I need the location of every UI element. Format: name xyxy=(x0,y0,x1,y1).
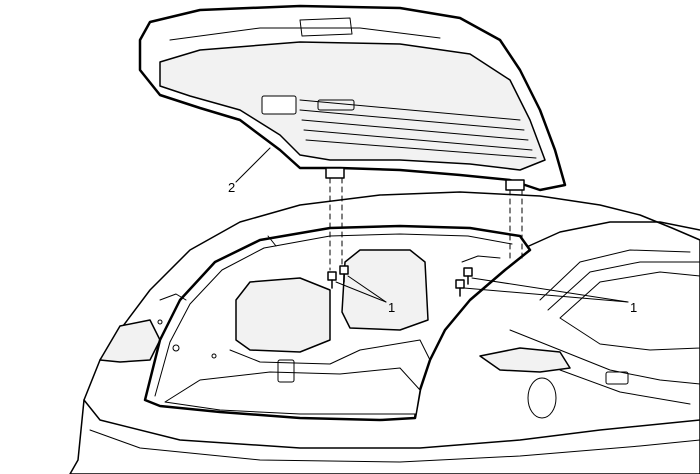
cargo-opening xyxy=(143,224,532,422)
alignment-lines xyxy=(329,177,523,271)
seat-latch xyxy=(277,359,295,383)
left-hinge xyxy=(325,167,345,179)
right-seat-back xyxy=(341,249,429,331)
liftgate-latch xyxy=(261,95,297,115)
callout-bolts-left: 1 xyxy=(388,300,395,315)
bolt-left-b xyxy=(339,265,349,283)
callout-bolts-right: 1 xyxy=(630,300,637,315)
liftgate xyxy=(138,4,567,192)
right-hinge xyxy=(505,179,525,191)
left-seat-back xyxy=(235,277,331,353)
bolt-left-a xyxy=(327,271,337,289)
hinge-bolts xyxy=(327,255,501,297)
leader-lines xyxy=(235,147,629,303)
bolt-right-b xyxy=(463,267,473,285)
bolt-right-a xyxy=(455,279,465,297)
callout-liftgate: 2 xyxy=(228,180,235,195)
